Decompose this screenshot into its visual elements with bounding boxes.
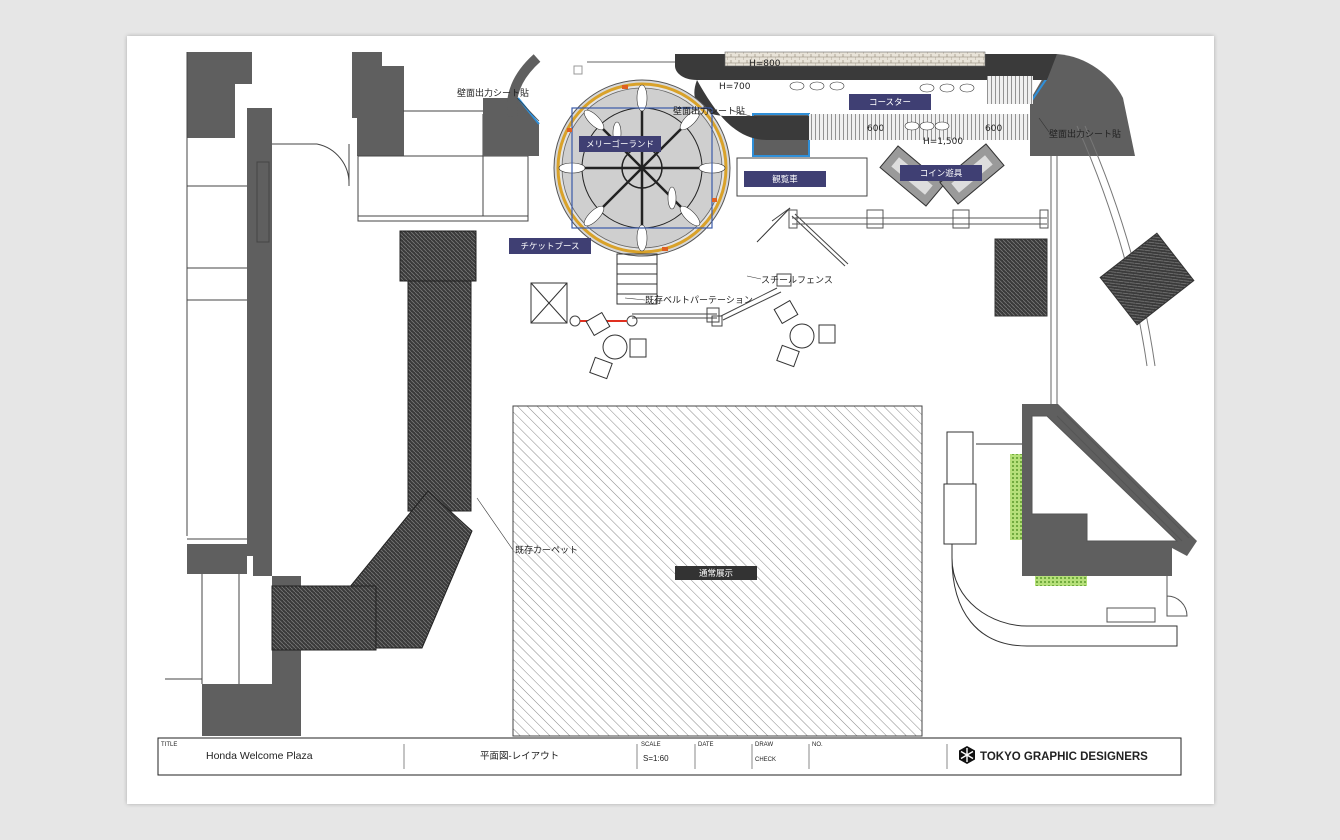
scale-label: SCALE (641, 742, 661, 748)
date-label: DATE (698, 742, 714, 748)
svg-text:通常展示: 通常展示 (699, 568, 733, 579)
drawing-sheet: H=800 H=700 H=1,500 600 600 (127, 36, 1214, 804)
svg-text:壁面出力シート貼: 壁面出力シート貼 (1049, 128, 1121, 140)
merry-go-round (553, 79, 731, 257)
annotation-wall-sheet-right: 壁面出力シート貼 (1038, 117, 1121, 140)
dim-h800: H=800 (749, 59, 781, 69)
top-arc-wall (507, 54, 541, 117)
tag-coaster: コースター (849, 94, 931, 110)
ticket-booth (530, 282, 568, 324)
annotation-carpet: 既存カーペット (476, 497, 578, 556)
tag-ticket-booth: チケットブース (509, 238, 591, 254)
annotation-steel-fence: スチールフェンス (746, 275, 833, 286)
title-block: TITLE Honda Welcome Plaza 平面図-レイアウト SCAL… (157, 737, 1182, 776)
tag-ferris-wheel: 観覧車 (744, 171, 826, 187)
cafe-table-set-2 (773, 299, 836, 368)
existing-carpet (271, 230, 477, 651)
dim-600a: 600 (867, 124, 884, 134)
scale-value: S=1:60 (643, 754, 669, 763)
svg-text:チケットブース: チケットブース (520, 241, 579, 252)
drawing-name: 平面図-レイアウト (480, 751, 559, 762)
dim-h700: H=700 (719, 82, 751, 92)
project-title: Honda Welcome Plaza (206, 750, 313, 762)
annotation-belt-partition: 既存ベルトパーテーション (624, 294, 753, 306)
svg-text:壁面出力シート貼: 壁面出力シート貼 (673, 105, 745, 117)
svg-text:既存ベルトパーテーション: 既存ベルトパーテーション (645, 294, 753, 306)
company-logo-icon (959, 746, 975, 764)
dim-h1500: H=1,500 (923, 137, 963, 147)
company-name: TOKYO GRAPHIC DESIGNERS (980, 751, 1148, 763)
curved-glass-line (1076, 125, 1148, 367)
svg-text:コースター: コースター (869, 98, 911, 108)
title-label: TITLE (161, 742, 177, 748)
draw-label: DRAW (755, 742, 773, 748)
tag-regular-exhibit: 通常展示 (675, 566, 757, 580)
svg-text:既存カーペット: 既存カーペット (515, 544, 578, 556)
svg-text:壁面出力シート貼: 壁面出力シート貼 (457, 87, 529, 99)
no-label: NO. (812, 742, 823, 748)
svg-text:コイン遊具: コイン遊具 (920, 168, 963, 179)
right-lower-counter (943, 404, 1197, 647)
annotation-wall-sheet-center: 壁面出力シート貼 (673, 105, 758, 119)
right-corner-wall (1030, 54, 1135, 156)
right-columns (994, 156, 1195, 404)
svg-text:観覧車: 観覧車 (772, 174, 798, 185)
fence-rail (788, 209, 1049, 229)
tag-coin-games: コイン遊具 (900, 165, 982, 181)
left-wall-lines (165, 52, 529, 684)
tag-merry-go-round: メリーゴーランド (579, 136, 661, 152)
coaster-track (573, 51, 1057, 140)
svg-text:スチールフェンス: スチールフェンス (761, 275, 833, 286)
merry-go-round-stairs (616, 253, 658, 305)
dim-600b: 600 (985, 124, 1002, 134)
floor-plan: H=800 H=700 H=1,500 600 600 (157, 51, 1197, 776)
cafe-table-set-1 (585, 311, 647, 380)
check-label: CHECK (755, 757, 776, 763)
annotation-wall-sheet-left: 壁面出力シート貼 (457, 87, 540, 122)
svg-text:メリーゴーランド: メリーゴーランド (586, 139, 654, 150)
